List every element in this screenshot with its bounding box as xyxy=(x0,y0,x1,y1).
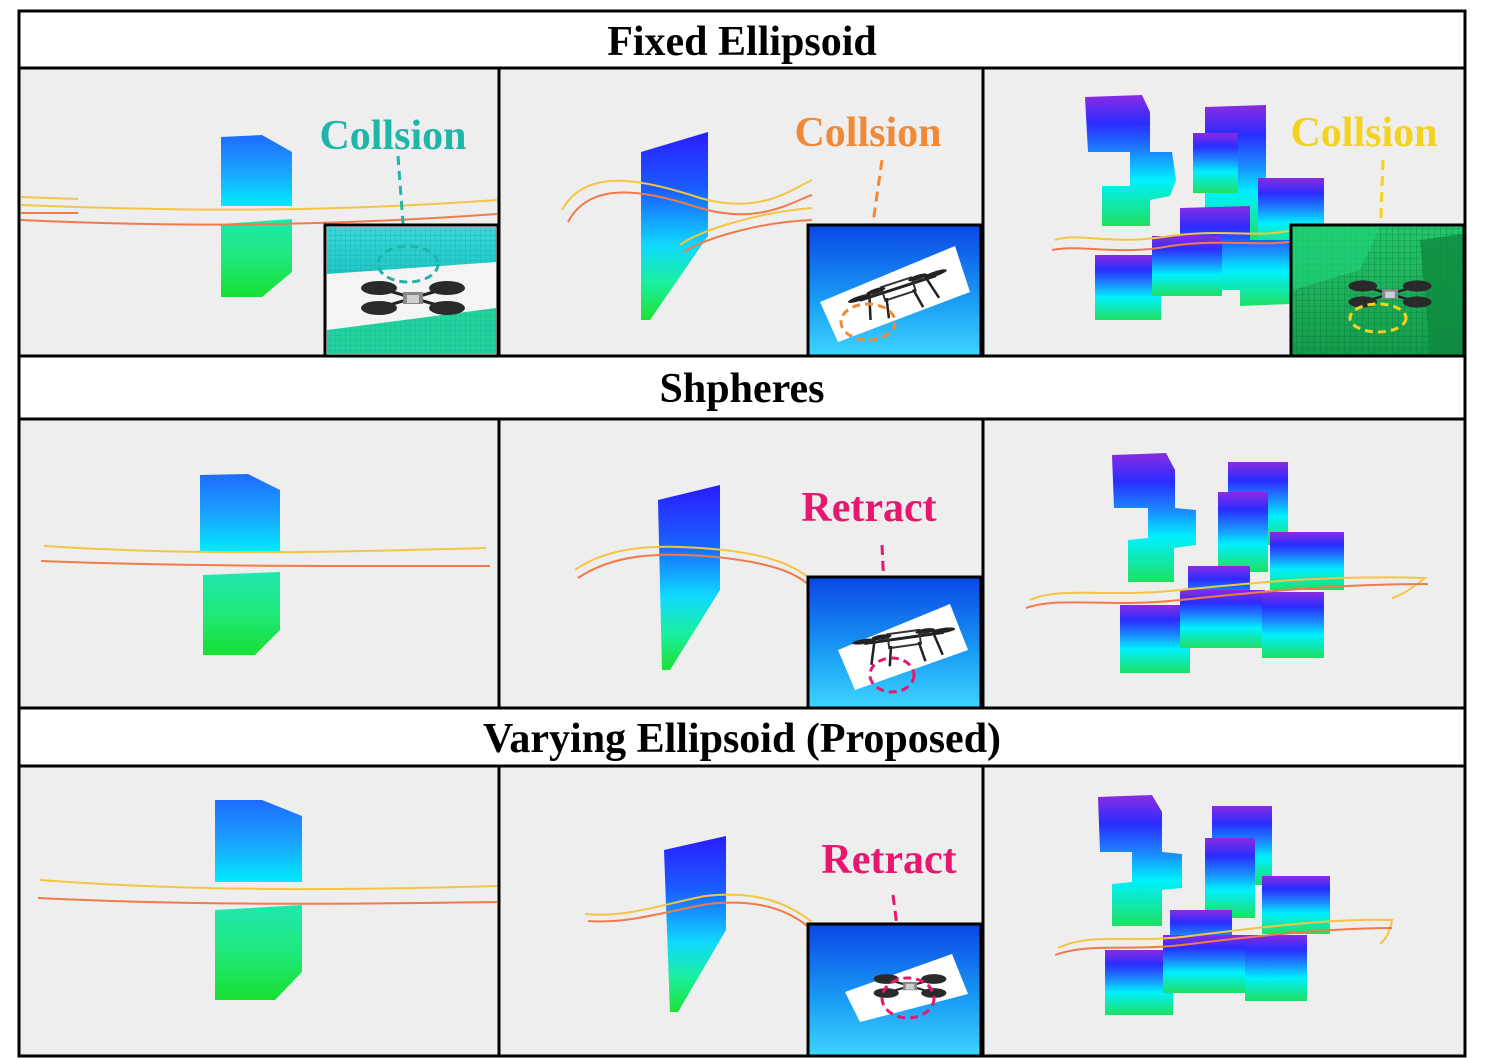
inset-collision-gap xyxy=(323,223,500,358)
retract-label: Retract xyxy=(821,837,956,883)
collision-marker: Collsion xyxy=(319,113,467,251)
obstacle-upper-block xyxy=(200,474,280,552)
panel-row0-slanted-wall: Collsion xyxy=(497,66,985,358)
inset-retract-wall xyxy=(806,922,983,1058)
panel-row1-block-cluster xyxy=(981,417,1467,710)
inset-collision-cluster xyxy=(1289,223,1466,358)
row-header-1: Shpheres xyxy=(17,354,1467,421)
row-header-0: Fixed Ellipsoid xyxy=(17,9,1467,70)
row-header-2: Varying Ellipsoid (Proposed) xyxy=(17,706,1467,768)
collision-label: Collsion xyxy=(319,113,466,159)
trajectory-lines xyxy=(584,893,813,931)
inset-collision-wall xyxy=(806,223,983,358)
row-title: Shpheres xyxy=(660,366,825,412)
obstacle-wall xyxy=(658,485,720,670)
collision-label: Collsion xyxy=(1290,110,1437,156)
panel-row0-gap-blocks: Collsion xyxy=(17,66,501,358)
obstacle-lower-block xyxy=(221,219,292,297)
trajectory-lines xyxy=(40,545,491,568)
row-title: Fixed Ellipsoid xyxy=(607,19,877,65)
trajectory-lines xyxy=(574,545,813,589)
trajectory-lines xyxy=(1051,227,1301,252)
panel-row1-slanted-wall: Retract xyxy=(497,417,985,710)
trajectory-lines xyxy=(1054,918,1394,956)
inset-retract-wall xyxy=(806,575,983,710)
obstacle-lower-block xyxy=(215,905,302,1000)
row-title: Varying Ellipsoid (Proposed) xyxy=(483,716,1001,762)
trajectory-lines xyxy=(20,196,498,226)
obstacle-upper-block xyxy=(215,800,302,882)
retract-label: Retract xyxy=(801,485,936,531)
panel-row2-gap-blocks xyxy=(17,764,501,1058)
obstacle-lower-block xyxy=(203,572,280,655)
obstacle-wall xyxy=(641,132,708,320)
trajectory-lines xyxy=(37,879,498,905)
obstacle-wall xyxy=(664,836,726,1012)
retract-marker: Retract xyxy=(821,837,957,1006)
trajectory-lines xyxy=(561,179,813,253)
panel-row2-block-cluster xyxy=(981,764,1467,1058)
panel-row1-gap-blocks xyxy=(17,417,501,710)
panel-row0-block-cluster: Collsion xyxy=(981,66,1467,358)
collision-label: Collsion xyxy=(794,110,941,156)
panel-row2-slanted-wall: Retract xyxy=(497,764,985,1058)
obstacle-upper-block xyxy=(221,135,292,206)
trajectory-lines xyxy=(1025,576,1429,609)
